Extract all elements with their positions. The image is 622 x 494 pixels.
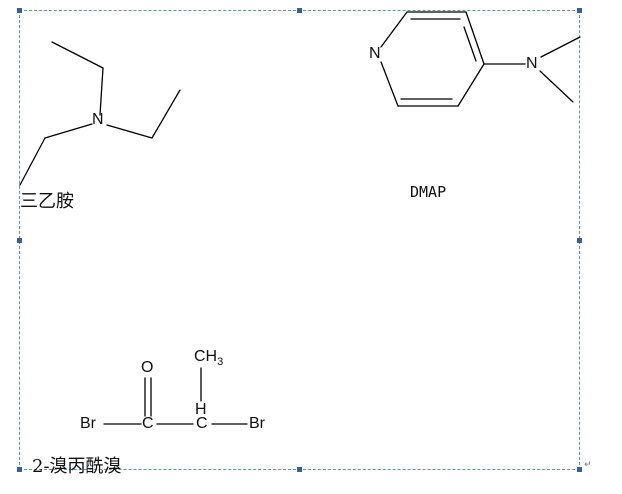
dmap-ring-n-atom: N <box>369 45 381 62</box>
bromopropionyl-bromide-bonds <box>103 367 248 425</box>
methyl-subscript: 3 <box>217 356 224 369</box>
alpha-hydrogen-atom: H <box>195 401 207 418</box>
methyl-group-label: CH3 <box>194 348 223 368</box>
resize-handle-middle-right[interactable] <box>577 238 582 243</box>
resize-handle-bottom-left[interactable] <box>17 467 22 472</box>
resize-handle-middle-left[interactable] <box>17 238 22 243</box>
triethylamine-bonds <box>19 41 181 186</box>
alpha-carbon-atom: C <box>196 415 208 432</box>
resize-handle-top-right[interactable] <box>577 8 582 13</box>
dmap-bonds <box>380 11 581 107</box>
triethylamine-n-atom: N <box>92 111 104 128</box>
resize-handle-top-left[interactable] <box>17 8 22 13</box>
carbonyl-carbon-atom: C <box>142 415 154 432</box>
dmap-amine-n-atom: N <box>526 55 538 72</box>
bromine-left-atom: Br <box>80 415 96 432</box>
resize-handle-bottom-center[interactable] <box>297 467 302 472</box>
resize-handle-bottom-right[interactable] <box>577 467 582 472</box>
bromopropionyl-bromide-name-label: 2-溴丙酰溴 <box>32 456 122 477</box>
triethylamine-name-label: 三乙胺 <box>20 191 74 212</box>
methyl-carbon-text: CH <box>194 348 218 365</box>
bromine-right-atom: Br <box>249 415 265 432</box>
oxygen-atom: O <box>141 359 154 376</box>
dmap-name-label: DMAP <box>410 183 447 201</box>
resize-handle-top-center[interactable] <box>297 8 302 13</box>
paragraph-mark-icon: ↵ <box>584 460 592 470</box>
